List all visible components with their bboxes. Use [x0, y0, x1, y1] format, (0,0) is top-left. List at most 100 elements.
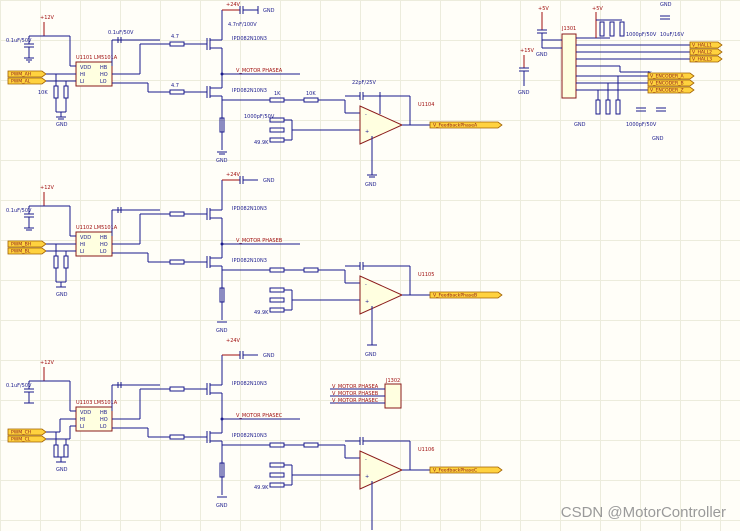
svg-text:GND: GND — [56, 467, 68, 473]
svg-text:PWM_CH: PWM_CH — [11, 430, 31, 436]
svg-text:J1301: J1301 — [561, 26, 576, 32]
net-label-lin — [7, 77, 47, 85]
svg-text:LI: LI — [80, 79, 84, 85]
cap-label: 0.1uF/50V — [6, 38, 32, 44]
svg-text:V_MOTOR PHASEB: V_MOTOR PHASEB — [332, 391, 379, 397]
svg-text:IPD082N10N3: IPD082N10N3 — [232, 258, 267, 264]
svg-text:HI: HI — [80, 242, 85, 248]
net-label-hin — [7, 240, 47, 248]
opamp-c — [359, 450, 404, 490]
svg-text:+24V: +24V — [226, 338, 241, 344]
net-label-hin — [7, 428, 47, 436]
svg-text:GND: GND — [652, 136, 664, 142]
gate-resistor-high — [169, 41, 185, 47]
net-label-lin — [7, 247, 47, 255]
net-label-feedback-c — [429, 466, 503, 474]
svg-text:0.1uF/50V: 0.1uF/50V — [6, 383, 32, 389]
svg-text:PWM_AL: PWM_AL — [11, 79, 31, 85]
svg-text:V_FeedbackPhaseC: V_FeedbackPhaseC — [433, 468, 477, 474]
svg-text:LO: LO — [100, 79, 107, 85]
svg-text:49.9K: 49.9K — [254, 485, 269, 491]
svg-text:+12V: +12V — [40, 185, 55, 191]
svg-text:V_ENCODER_A: V_ENCODER_A — [650, 74, 685, 80]
svg-text:VDD: VDD — [80, 235, 91, 241]
motor-phase-connector: J1302 V_MOTOR PHASEA V_MOTOR PHASEB V_MO… — [330, 378, 402, 409]
svg-text:IPD082N10N3: IPD082N10N3 — [232, 206, 267, 212]
net-label-feedback-b — [429, 291, 503, 299]
svg-text:HI: HI — [80, 72, 85, 78]
svg-text:IPD082N10N3: IPD082N10N3 — [232, 36, 267, 42]
svg-text:LI: LI — [80, 249, 84, 255]
svg-text:49.9K: 49.9K — [254, 310, 269, 316]
svg-text:1000pF/50V: 1000pF/50V — [626, 32, 657, 38]
driver-label: U1101 LM5101A — [76, 55, 118, 61]
svg-text:+5V: +5V — [592, 6, 603, 12]
svg-text:V_MOTOR PHASEC: V_MOTOR PHASEC — [332, 398, 379, 404]
svg-text:0.1uF/50V: 0.1uF/50V — [6, 208, 32, 214]
svg-text:GND: GND — [574, 122, 586, 128]
svg-text:U1106: U1106 — [418, 447, 434, 453]
svg-text:V_FeedbackPhaseA: V_FeedbackPhaseA — [433, 123, 478, 129]
svg-text:4.7: 4.7 — [171, 34, 179, 40]
phase-a-block: +12V 0.1uF/50V U1101 LM5101A VDD HI LI H… — [6, 2, 503, 188]
svg-text:V_ENCODER_B: V_ENCODER_B — [650, 81, 684, 87]
svg-text:+5V: +5V — [538, 6, 549, 12]
shunt-resistor — [219, 117, 225, 133]
svg-text:V_HALL3: V_HALL3 — [692, 57, 712, 63]
gate-driver-chip — [75, 406, 113, 432]
motor-phase-label: V_MOTOR PHASEC — [236, 413, 283, 419]
opamp-b — [359, 275, 404, 315]
svg-text:+: + — [365, 299, 369, 305]
net-label-feedback-a — [429, 121, 503, 129]
gate-resistor-low — [169, 89, 185, 95]
svg-text:GND: GND — [365, 182, 377, 188]
net-label-lin — [7, 435, 47, 443]
svg-text:HI: HI — [80, 417, 85, 423]
svg-text:VDD: VDD — [80, 65, 91, 71]
svg-text:V_MOTOR PHASEA: V_MOTOR PHASEA — [332, 384, 379, 390]
svg-text:IPD082N10N3: IPD082N10N3 — [232, 381, 267, 387]
svg-text:HO: HO — [100, 417, 108, 423]
svg-text:10uF/16V: 10uF/16V — [660, 32, 684, 38]
svg-text:U1102 LM5101A: U1102 LM5101A — [76, 225, 118, 231]
svg-text:+24V: +24V — [226, 172, 241, 178]
svg-text:GND: GND — [365, 352, 377, 358]
svg-text:GND: GND — [263, 8, 275, 14]
svg-text:GND: GND — [56, 122, 68, 128]
svg-text:1000pF/50V: 1000pF/50V — [626, 122, 657, 128]
svg-text:10K: 10K — [306, 91, 316, 97]
opamp-a — [359, 105, 404, 145]
mosfet-high — [206, 10, 223, 74]
svg-text:U1105: U1105 — [418, 272, 434, 278]
svg-text:GND: GND — [263, 353, 275, 359]
svg-text:GND: GND — [263, 178, 275, 184]
motor-phase-label: V_MOTOR PHASEB — [236, 238, 283, 244]
svg-text:1K: 1K — [274, 91, 281, 97]
svg-text:1000pF/50V: 1000pF/50V — [244, 114, 275, 120]
svg-text:PWM_CL: PWM_CL — [11, 437, 31, 443]
svg-text:V_ENCODER_Z: V_ENCODER_Z — [650, 88, 684, 94]
net-label-hin — [7, 70, 47, 78]
svg-text:-: - — [365, 112, 367, 118]
svg-text:HB: HB — [100, 410, 108, 416]
svg-text:0.1uF/50V: 0.1uF/50V — [108, 30, 134, 36]
svg-text:GND: GND — [518, 90, 530, 96]
svg-text:PWM_BL: PWM_BL — [11, 249, 31, 255]
svg-text:LO: LO — [100, 249, 107, 255]
svg-text:PWM_AH: PWM_AH — [11, 72, 31, 78]
svg-text:4.7nF/100V: 4.7nF/100V — [228, 22, 257, 28]
svg-text:LI: LI — [80, 424, 84, 430]
pwr-12v-label: +12V — [40, 15, 55, 21]
svg-text:VDD: VDD — [80, 410, 91, 416]
svg-text:+: + — [365, 129, 369, 135]
svg-text:GND: GND — [216, 158, 228, 164]
svg-text:HO: HO — [100, 242, 108, 248]
svg-text:LO: LO — [100, 424, 107, 430]
svg-text:-: - — [365, 282, 367, 288]
mosfet-low — [206, 74, 223, 150]
svg-text:+12V: +12V — [40, 360, 55, 366]
svg-text:HB: HB — [100, 65, 108, 71]
hall-encoder-connector: +5V GND +15V GND J1301 +5V 1000pF/50V 10… — [518, 2, 723, 142]
